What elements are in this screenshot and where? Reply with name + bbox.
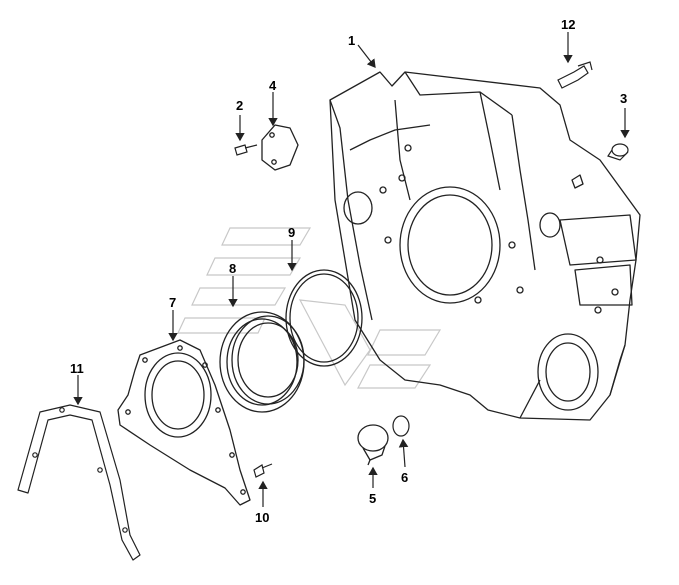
callout-12: 12	[561, 17, 575, 32]
leader-lines	[73, 32, 630, 507]
callout-11: 11	[70, 361, 84, 376]
callout-4: 4	[269, 78, 277, 93]
callout-10: 10	[255, 510, 269, 525]
screw-2	[234, 144, 258, 156]
rear-cover-plate-7	[117, 339, 251, 506]
leader-6	[398, 438, 409, 468]
callout-6: 6	[401, 470, 408, 485]
o-ring-9	[285, 269, 363, 367]
o-ring-6	[392, 415, 410, 437]
access-plug-5	[357, 424, 389, 466]
flywheel-housing	[329, 71, 641, 421]
plug-3	[607, 143, 629, 161]
callout-9: 9	[288, 225, 295, 240]
bolt-12	[557, 61, 593, 89]
callout-labels: 1 2 3 4 5 6 7 8 9 10 11 12	[70, 17, 627, 525]
callout-8: 8	[229, 261, 236, 276]
bolt-10	[253, 463, 273, 478]
leader-1	[357, 44, 376, 68]
callout-7: 7	[169, 295, 176, 310]
callout-2: 2	[236, 98, 243, 113]
callout-3: 3	[620, 91, 627, 106]
gasket-11	[17, 404, 141, 561]
watermark-logo	[177, 227, 442, 389]
callout-1: 1	[348, 33, 355, 48]
inspection-cover-4	[261, 124, 299, 171]
callout-5: 5	[369, 491, 376, 506]
oil-seal-8	[219, 311, 305, 413]
